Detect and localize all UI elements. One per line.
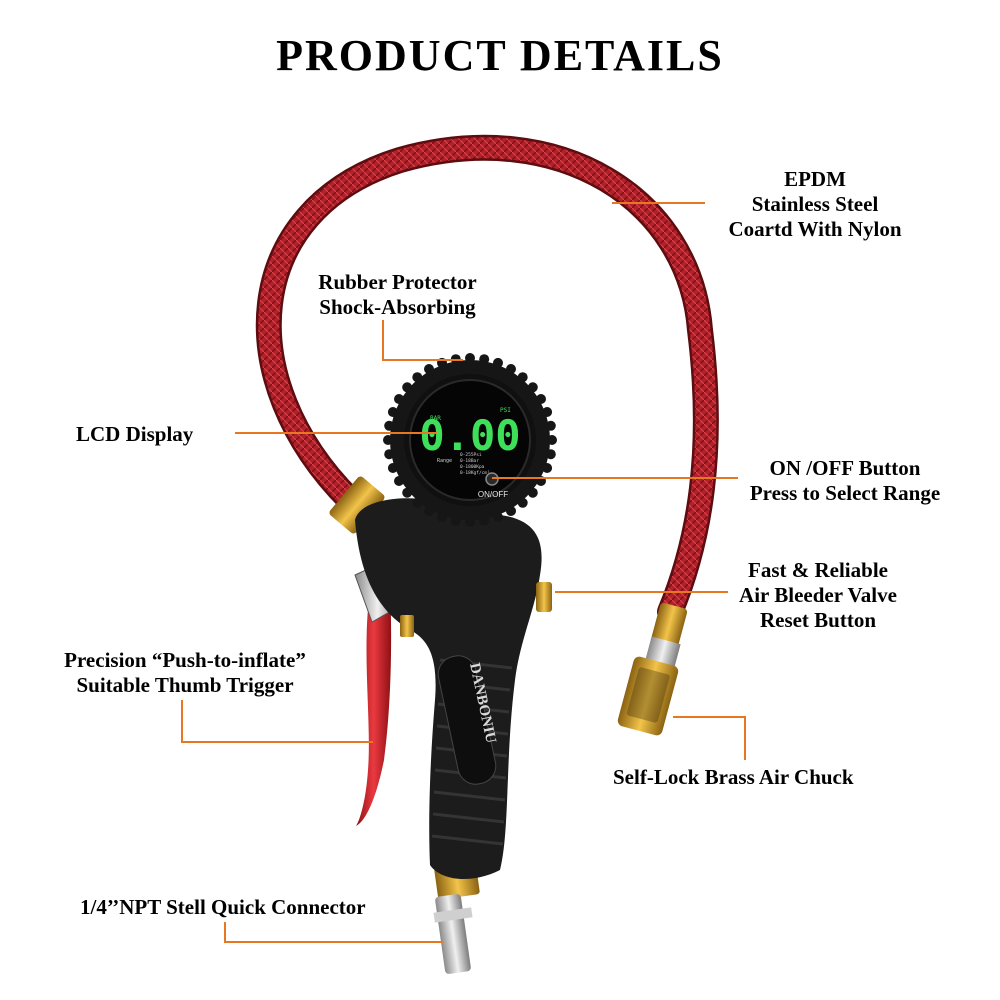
callout-onoff: ON /OFF Button Press to Select Range bbox=[730, 456, 960, 506]
callout-hose: EPDM Stainless Steel Coartd With Nylon bbox=[700, 167, 930, 242]
bleeder-valve bbox=[536, 582, 552, 612]
callout-onoff-line-1: ON /OFF Button bbox=[769, 456, 921, 480]
callout-bleeder-line-1: Fast & Reliable bbox=[748, 558, 888, 582]
lcd-range-line-3: 0-1800Kpa bbox=[460, 464, 485, 470]
callout-chuck-line-1: Self-Lock Brass Air Chuck bbox=[613, 765, 854, 789]
callout-bleeder-line-2: Air Bleeder Valve bbox=[739, 583, 897, 607]
callout-bleeder: Fast & Reliable Air Bleeder Valve Reset … bbox=[718, 558, 918, 633]
lcd-range-line-4: 0-18Kgf/cm² bbox=[460, 470, 490, 476]
callout-trigger-line-2: Suitable Thumb Trigger bbox=[76, 673, 294, 697]
quick-connector bbox=[433, 862, 480, 974]
callout-rubber: Rubber Protector Shock-Absorbing bbox=[290, 270, 505, 320]
lcd-unit-right: PSI bbox=[500, 407, 511, 414]
lcd-screen: BAR PSI 0.00 Range 0-255Psi 0-18Bar 0-18… bbox=[409, 379, 531, 501]
onoff-label: ON/OFF bbox=[478, 490, 508, 499]
callout-onoff-line-2: Press to Select Range bbox=[749, 481, 941, 505]
callout-trigger: Precision “Push-to-inflate” Suitable Thu… bbox=[40, 648, 330, 698]
leader-chuck bbox=[673, 716, 746, 760]
callout-connector-line-1: 1/4’’NPT Stell Quick Connector bbox=[80, 895, 366, 919]
leader-connector bbox=[224, 922, 443, 943]
callout-bleeder-line-3: Reset Button bbox=[759, 608, 877, 632]
lcd-unit-left: BAR bbox=[430, 415, 441, 422]
callout-hose-line-3: Coartd With Nylon bbox=[728, 217, 902, 241]
page-title: PRODUCT DETAILS bbox=[276, 31, 724, 80]
leader-trigger bbox=[181, 700, 373, 743]
lcd-range-line-1: 0-255Psi bbox=[460, 452, 482, 458]
callout-rubber-line-1: Rubber Protector bbox=[318, 270, 477, 294]
lcd-reading: 0.00 bbox=[419, 411, 520, 460]
callout-hose-line-1: EPDM bbox=[784, 167, 846, 191]
lcd-range-line-2: 0-18Bar bbox=[460, 458, 479, 464]
brand-plate bbox=[437, 655, 497, 785]
leader-lines bbox=[181, 202, 746, 943]
callout-rubber-line-2: Shock-Absorbing bbox=[319, 295, 476, 319]
callout-trigger-line-1: Precision “Push-to-inflate” bbox=[64, 648, 306, 672]
thumb-trigger bbox=[356, 580, 392, 826]
callout-lcd-line-1: LCD Display bbox=[76, 422, 194, 446]
leader-rubber bbox=[382, 320, 463, 361]
callout-connector: 1/4’’NPT Stell Quick Connector bbox=[80, 895, 366, 920]
hose-fitting-left bbox=[329, 476, 385, 534]
callout-chuck: Self-Lock Brass Air Chuck bbox=[613, 765, 854, 790]
air-chuck bbox=[617, 602, 688, 736]
callout-hose-line-2: Stainless Steel bbox=[751, 192, 879, 216]
callout-lcd: LCD Display bbox=[76, 422, 193, 447]
lcd-range-label: Range bbox=[437, 458, 452, 464]
